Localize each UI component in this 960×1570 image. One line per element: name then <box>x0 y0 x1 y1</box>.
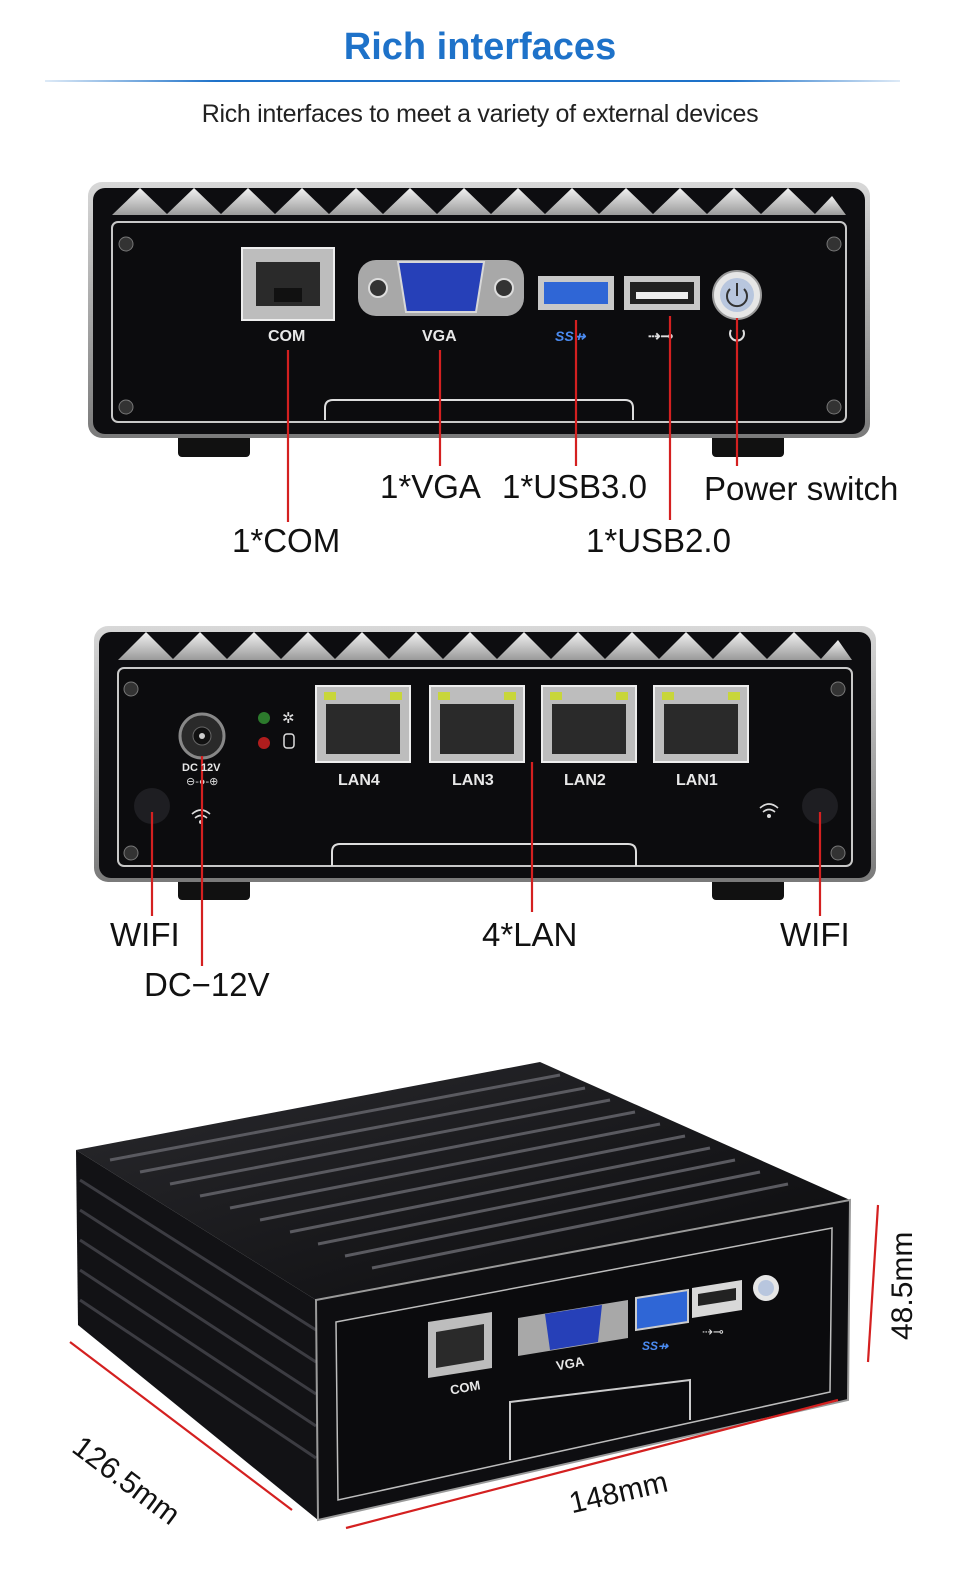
lan-port-label: LAN2 <box>564 772 606 789</box>
callout-usb3: 1*USB3.0 <box>502 468 647 505</box>
callout-usb2: 1*USB2.0 <box>586 522 731 559</box>
page-title: Rich interfaces <box>343 26 617 68</box>
page-subtitle: Rich interfaces to meet a variety of ext… <box>201 100 759 128</box>
callout-lan: 4*LAN <box>482 916 578 953</box>
lan-port-label: LAN1 <box>676 772 718 789</box>
front-vga-port-label: VGA <box>422 328 457 345</box>
svg-text:⇢⊸: ⇢⊸ <box>648 328 674 345</box>
front-view-device: SS⇸ ⇢⊸ <box>88 182 870 457</box>
lan-port-label: LAN3 <box>452 772 494 789</box>
callout-wifi-right: WIFI <box>780 916 850 953</box>
callout-dc-12v: DC−12V <box>144 966 270 1003</box>
title-divider <box>45 80 900 82</box>
callout-com: 1*COM <box>232 522 341 559</box>
svg-text:SS⇸: SS⇸ <box>555 328 587 344</box>
isometric-view-device: SS⇸ ⇢⊸ <box>76 1062 852 1522</box>
dimension-lines <box>69 1204 880 1530</box>
rear-dc-jack-label: DC 12V <box>182 762 221 774</box>
svg-text:SS⇸: SS⇸ <box>642 1339 669 1353</box>
svg-text:⇢⊸: ⇢⊸ <box>702 1324 724 1339</box>
front-com-port-label: COM <box>268 328 306 345</box>
callout-power-switch: Power switch <box>704 470 899 507</box>
front-callout-lines <box>286 316 739 522</box>
dimension-height-label: 48.5mm <box>886 1231 919 1340</box>
rear-callout-lines <box>150 756 822 966</box>
svg-text:✲: ✲ <box>282 710 295 727</box>
lan-port-label: LAN4 <box>338 772 380 789</box>
rear-view-device: ✲ <box>94 626 876 900</box>
callout-vga: 1*VGA <box>380 468 481 505</box>
callout-wifi-left: WIFI <box>110 916 180 953</box>
